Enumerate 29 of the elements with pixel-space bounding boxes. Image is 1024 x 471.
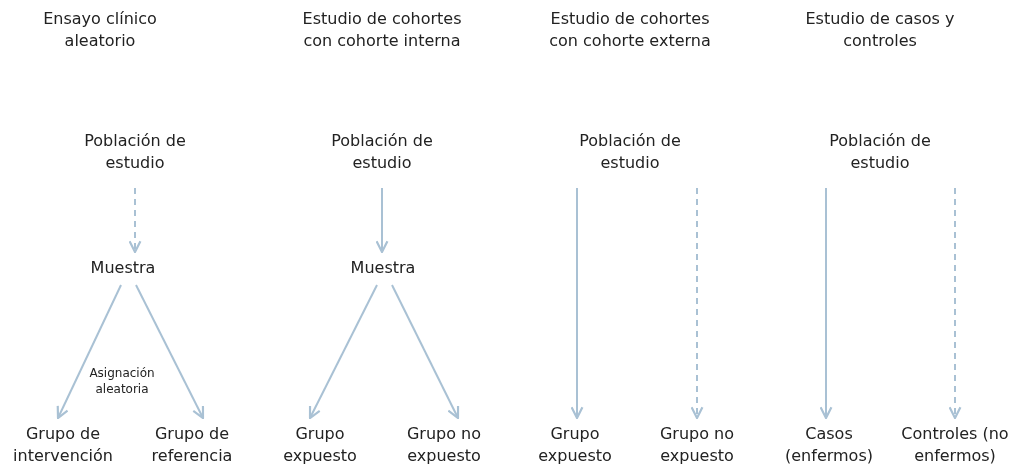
node-label: Grupo de intervención [3, 423, 123, 467]
column-heading: Estudio de casos y controles [804, 8, 956, 52]
node-label: Casos (enfermos) [779, 423, 879, 467]
arrow [56, 284, 122, 420]
node-label: Población de estudio [80, 130, 190, 174]
arrow [690, 187, 704, 420]
node-label: Grupo expuesto [525, 423, 625, 467]
arrow [819, 187, 833, 420]
node-label: Grupo no expuesto [394, 423, 494, 467]
node-label: Grupo no expuesto [647, 423, 747, 467]
column-heading: Estudio de cohortes con cohorte interna [301, 8, 463, 52]
node-label: Población de estudio [327, 130, 437, 174]
node-label: Grupo de referencia [137, 423, 247, 467]
arrow [135, 284, 205, 420]
arrow [948, 187, 962, 420]
arrow [308, 284, 378, 420]
column-heading: Estudio de cohortes con cohorte externa [548, 8, 712, 52]
node-label: Población de estudio [825, 130, 935, 174]
column-heading: Ensayo clínico aleatorio [42, 8, 158, 52]
node-label: Grupo expuesto [270, 423, 370, 467]
arrow [391, 284, 460, 420]
node-label: Muestra [68, 257, 178, 279]
arrow [128, 187, 142, 254]
annotation-text: Asignación aleatoria [88, 365, 156, 397]
node-label: Muestra [328, 257, 438, 279]
arrow [375, 187, 389, 254]
node-label: Controles (no enfermos) [896, 423, 1014, 467]
arrow [570, 187, 584, 420]
node-label: Población de estudio [575, 130, 685, 174]
